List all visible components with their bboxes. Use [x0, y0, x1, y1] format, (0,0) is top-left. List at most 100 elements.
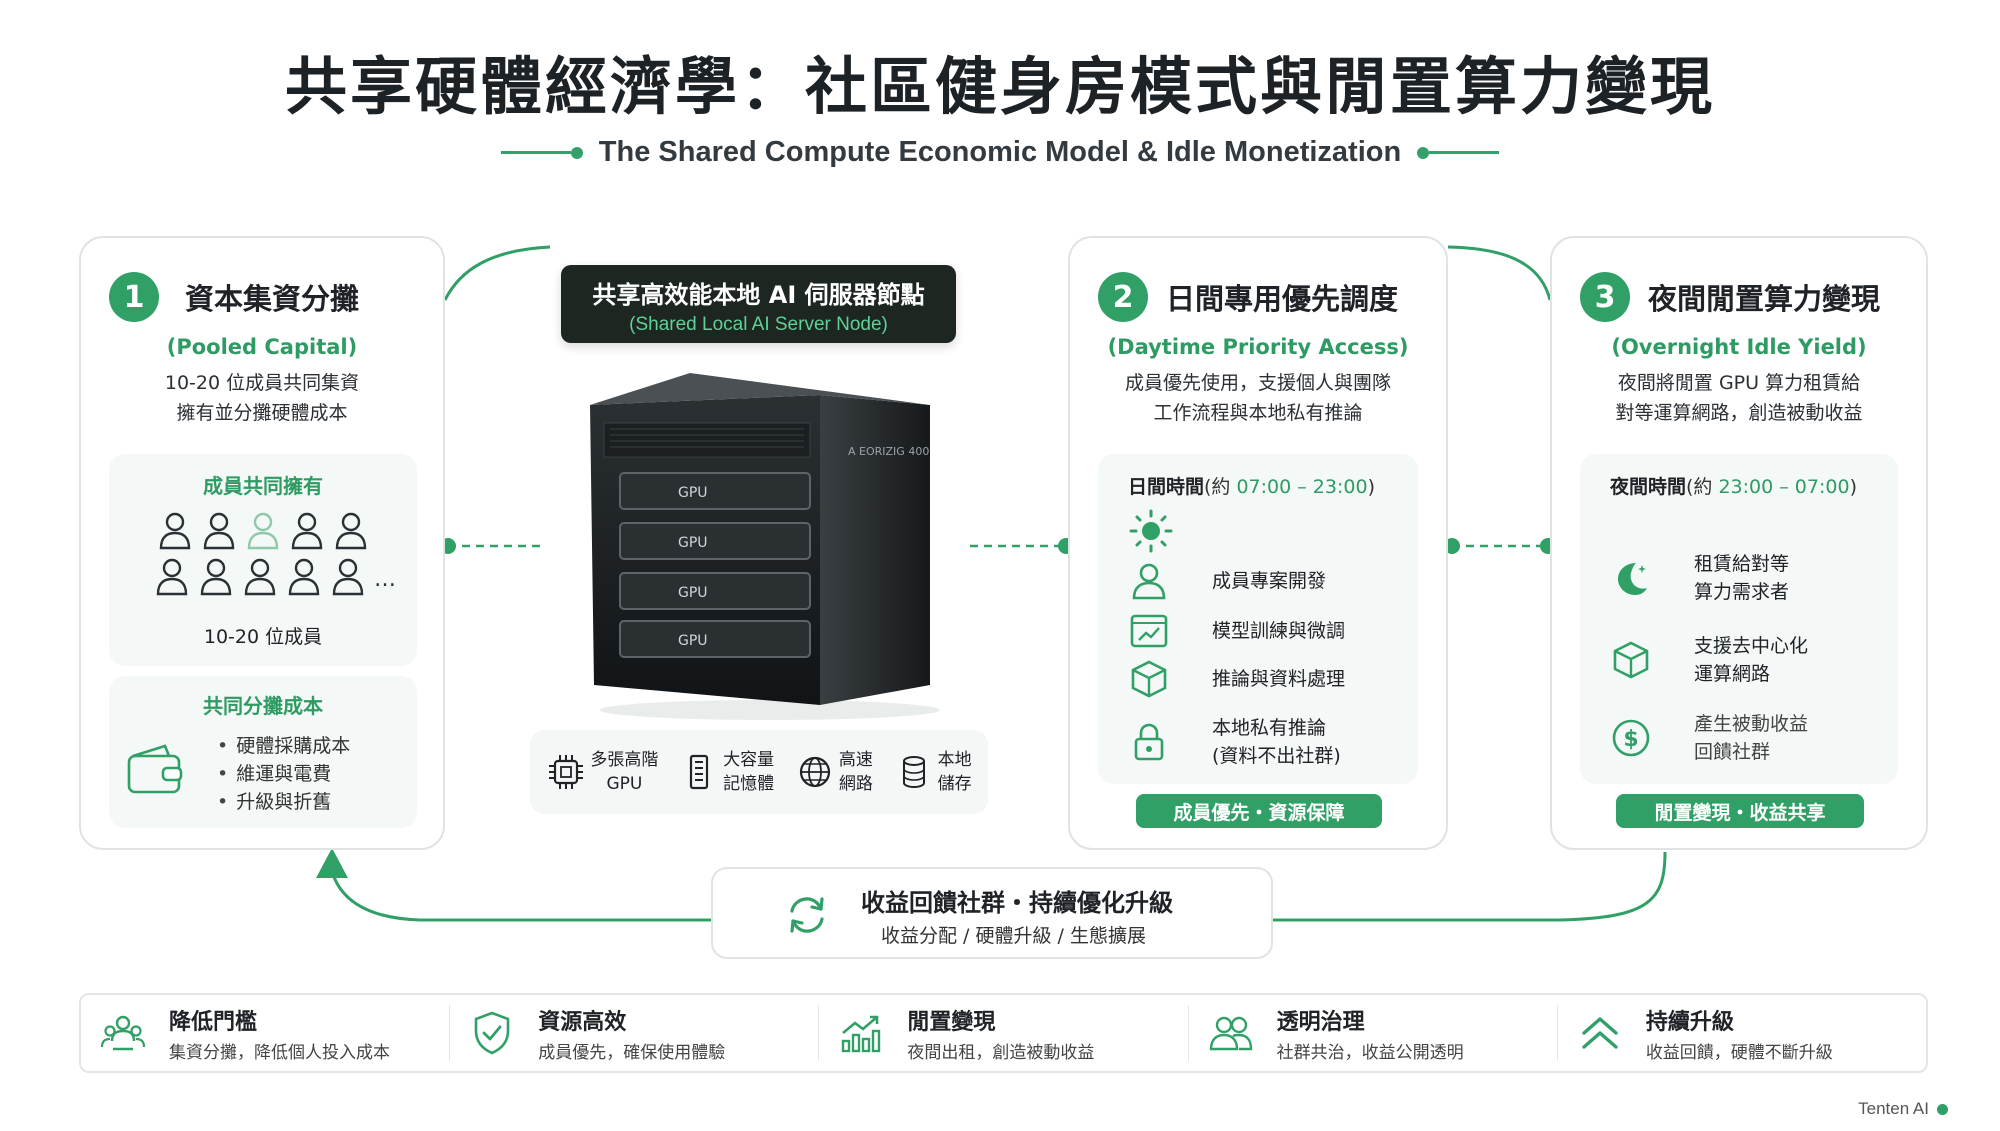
daytime-badge: 成員優先・資源保障	[1136, 794, 1382, 828]
task-item: 本地私有推論(資料不出社群)	[1128, 714, 1341, 770]
benefit-desc: 成員優先，確保使用體驗	[538, 1042, 726, 1063]
spec-storage: 本地儲存	[894, 748, 972, 796]
card-subtitle-en: (Overnight Idle Yield)	[1611, 335, 1867, 359]
nighttime-panel: 夜間時間(約 23:00 – 07:00) 租賃給對等算力需求者 支援去中心化運…	[1580, 454, 1898, 784]
more-members-ellipsis: …	[374, 567, 396, 592]
benefits-bar: 降低門檻集資分攤，降低個人投入成本 資源高效成員優先，確保使用體驗 閒置變現夜間…	[79, 993, 1928, 1073]
spec-memory: 大容量記憶體	[679, 748, 774, 796]
feedback-title: 收益回饋社群・持續優化升級	[861, 889, 1173, 917]
nighttime-badge: 閒置變現・收益共享	[1616, 794, 1864, 828]
cube-icon	[1131, 660, 1167, 698]
members-count-label: 10-20 位成員	[203, 626, 323, 648]
benefit-item: 資源高效成員優先，確保使用體驗	[450, 1005, 820, 1063]
benefit-title: 透明治理	[1276, 1009, 1365, 1035]
benefit-title: 持續升級	[1645, 1009, 1734, 1035]
benefit-desc: 社群共治，收益公開透明	[1276, 1042, 1464, 1063]
benefit-desc: 夜間出租，創造被動收益	[907, 1042, 1095, 1063]
subtitle-right-line	[1417, 146, 1500, 159]
page-title: 共享硬體經濟學：社區健身房模式與閒置算力變現	[284, 50, 1715, 123]
chip-icon	[549, 755, 584, 789]
nighttime-window: 夜間時間(約 23:00 – 07:00)	[1610, 476, 1857, 498]
member-icon	[156, 558, 188, 596]
benefit-desc: 收益回饋，硬體不斷升級	[1645, 1042, 1833, 1063]
cube-icon	[1613, 641, 1649, 679]
feedback-loop-left	[328, 861, 711, 922]
card-description: 10-20 位成員共同集資 擁有並分攤硬體成本	[91, 368, 433, 428]
feedback-box: 收益回饋社群・持續優化升級 收益分配 / 硬體升級 / 生態擴展	[711, 867, 1273, 959]
member-icon	[332, 558, 364, 596]
card-title: 夜間閒置算力變現	[1648, 282, 1881, 316]
connector-card2-card3-top	[1447, 245, 1552, 301]
feedback-loop-right	[1273, 851, 1667, 922]
refresh-cycle-icon	[790, 897, 824, 933]
benefit-title: 資源高效	[538, 1009, 627, 1035]
task-item: 租賃給對等算力需求者	[1610, 550, 1789, 606]
gpu-slot: GPU	[619, 472, 811, 510]
spec-label: 高速網路	[838, 750, 873, 794]
svg-text:GPU: GPU	[678, 585, 708, 601]
card-description-line: 擁有並分攤硬體成本	[176, 402, 348, 424]
benefit-title: 閒置變現	[907, 1009, 996, 1035]
task-label: 推論與資料處理	[1212, 668, 1346, 690]
task-label: 租賃給對等算力需求者	[1694, 553, 1790, 603]
spec-label: 本地儲存	[937, 750, 972, 794]
member-icon	[203, 512, 235, 550]
task-item: 模型訓練與微調	[1128, 610, 1345, 652]
growth-chart-icon	[842, 1015, 881, 1053]
globe-icon	[799, 756, 830, 788]
gpu-slot: GPU	[619, 572, 811, 610]
card-header: 2 日間專用優先調度	[1098, 272, 1436, 322]
step-number-badge: 3	[1580, 272, 1630, 322]
member-icon	[244, 558, 276, 596]
training-chart-icon	[1130, 614, 1168, 648]
shield-check-icon	[474, 1011, 510, 1055]
members-row-1	[109, 510, 417, 550]
daytime-panel: 日間時間(約 07:00 – 23:00) 成員專案開發 模型訓練與微調 推論與…	[1098, 454, 1418, 784]
benefit-item: 閒置變現夜間出租，創造被動收益	[819, 1005, 1189, 1063]
connector-card1-server-top	[443, 245, 551, 301]
card-description-line: 成員優先使用，支援個人與團隊	[1124, 372, 1391, 394]
svg-text:GPU: GPU	[678, 485, 708, 501]
svg-text:$: $	[1623, 727, 1638, 752]
cost-item: 維運與電費	[217, 760, 350, 788]
subtitle-left-line	[500, 146, 583, 159]
task-item: 推論與資料處理	[1128, 658, 1345, 700]
server-illustration: GPU GPU GPU GPU A EORIZIG 400	[590, 373, 940, 720]
spec-label: 大容量記憶體	[723, 750, 775, 794]
task-label: 本地私有推論(資料不出社群)	[1212, 717, 1341, 767]
benefit-title: 降低門檻	[169, 1009, 258, 1035]
card-description: 夜間將閒置 GPU 算力租賃給 對等運算網路，創造被動收益	[1562, 368, 1916, 428]
task-item: $ 產生被動收益回饋社群	[1610, 710, 1808, 766]
member-icon	[288, 558, 320, 596]
task-label: 產生被動收益回饋社群	[1694, 713, 1809, 763]
card-subtitle-en: (Pooled Capital)	[166, 335, 358, 359]
storage-icon	[902, 756, 925, 789]
gpu-slot: GPU	[619, 620, 811, 658]
moon-icon	[1618, 563, 1647, 595]
sun-icon	[1129, 509, 1173, 553]
cost-item: 升級與折舊	[217, 788, 350, 816]
member-icon	[159, 512, 191, 550]
card-title: 資本集資分攤	[185, 282, 360, 316]
card-subtitle-en: (Daytime Priority Access)	[1107, 335, 1409, 359]
owners-panel-title: 成員共同擁有	[203, 474, 323, 498]
card-description-line: 對等運算網路，創造被動收益	[1615, 402, 1863, 424]
user-icon	[1132, 563, 1166, 600]
task-label: 支援去中心化運算網路	[1694, 635, 1809, 685]
card-description-line: 夜間將閒置 GPU 算力租賃給	[1617, 372, 1861, 394]
card-daytime-priority: 2 日間專用優先調度 (Daytime Priority Access) 成員優…	[1068, 236, 1448, 850]
brand-name: Tenten AI	[1858, 1099, 1929, 1118]
memory-icon	[690, 754, 709, 790]
cost-item: 硬體採購成本	[217, 732, 350, 760]
task-label: 成員專案開發	[1212, 570, 1327, 592]
owners-panel: 成員共同擁有 … 10-20 位成員	[109, 454, 417, 666]
wallet-icon	[127, 744, 183, 794]
card-description-line: 10-20 位成員共同集資	[164, 372, 360, 394]
task-item: 支援去中心化運算網路	[1610, 632, 1808, 688]
dashed-link-dot	[1444, 538, 1460, 554]
card-description: 成員優先使用，支援個人與團隊 工作流程與本地私有推論	[1080, 368, 1436, 428]
server-label-zh: 共享高效能本地 AI 伺服器節點	[592, 281, 925, 309]
people-group-icon	[100, 1015, 146, 1051]
card-header: 1 資本集資分攤	[109, 272, 433, 322]
